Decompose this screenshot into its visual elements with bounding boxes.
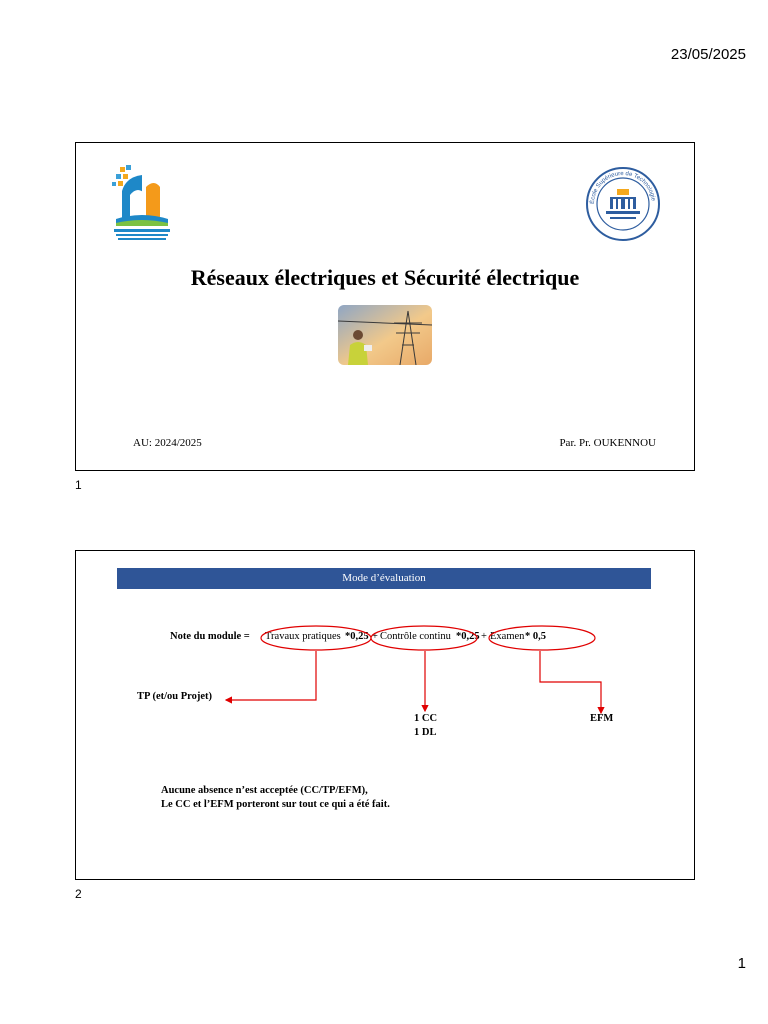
- arrow-to-tp: [224, 651, 317, 704]
- formula-term-cc: Contrôle continu: [380, 631, 451, 642]
- print-date: 23/05/2025: [670, 46, 746, 63]
- formula-plus-1: +: [372, 631, 378, 642]
- university-logo-icon: [112, 165, 170, 240]
- power-line-worker-photo: [338, 305, 432, 365]
- slide-2: Mode d’évaluation Note du module = Trava…: [75, 550, 695, 880]
- author: Par. Pr. OUKENNOU: [559, 437, 656, 449]
- section-banner: Mode d’évaluation: [117, 568, 651, 589]
- school-seal-icon: École Supérieure de Technologie: [586, 167, 660, 241]
- academic-year: AU: 2024/2025: [133, 437, 202, 449]
- formula-coef-cc: *0,25: [456, 631, 480, 642]
- slide-title: Réseaux électriques et Sécurité électriq…: [190, 265, 580, 290]
- slide-number-1: 1: [75, 478, 82, 492]
- formula-plus-2: +: [481, 631, 487, 642]
- note-line-1: Aucune absence n’est acceptée (CC/TP/EFM…: [161, 785, 368, 796]
- slide-1: École Supérieure de Technologie Réseaux …: [75, 142, 695, 471]
- note-line-2: Le CC et l’EFM porteront sur tout ce qui…: [161, 799, 390, 810]
- formula-term-tp: Travaux pratiques: [265, 631, 341, 642]
- highlight-ellipse-tp: [260, 625, 372, 651]
- annotation-overlay: [224, 625, 605, 715]
- cc-label: 1 CC: [414, 713, 438, 724]
- dl-label: 1 DL: [414, 727, 437, 738]
- formula-term-exam: Examen: [490, 631, 525, 642]
- formula-coef-exam: * 0,5: [525, 631, 546, 642]
- highlight-ellipse-exam: [488, 625, 596, 651]
- slide-number-2: 2: [75, 887, 82, 901]
- arrow-to-efm: [539, 651, 605, 715]
- formula-label: Note du module =: [170, 631, 250, 642]
- formula-coef-tp: *0,25: [345, 631, 369, 642]
- page-number: 1: [737, 955, 746, 972]
- efm-label: EFM: [590, 713, 614, 724]
- highlight-ellipse-cc: [370, 625, 478, 651]
- tp-label: TP (et/ou Projet): [137, 691, 213, 702]
